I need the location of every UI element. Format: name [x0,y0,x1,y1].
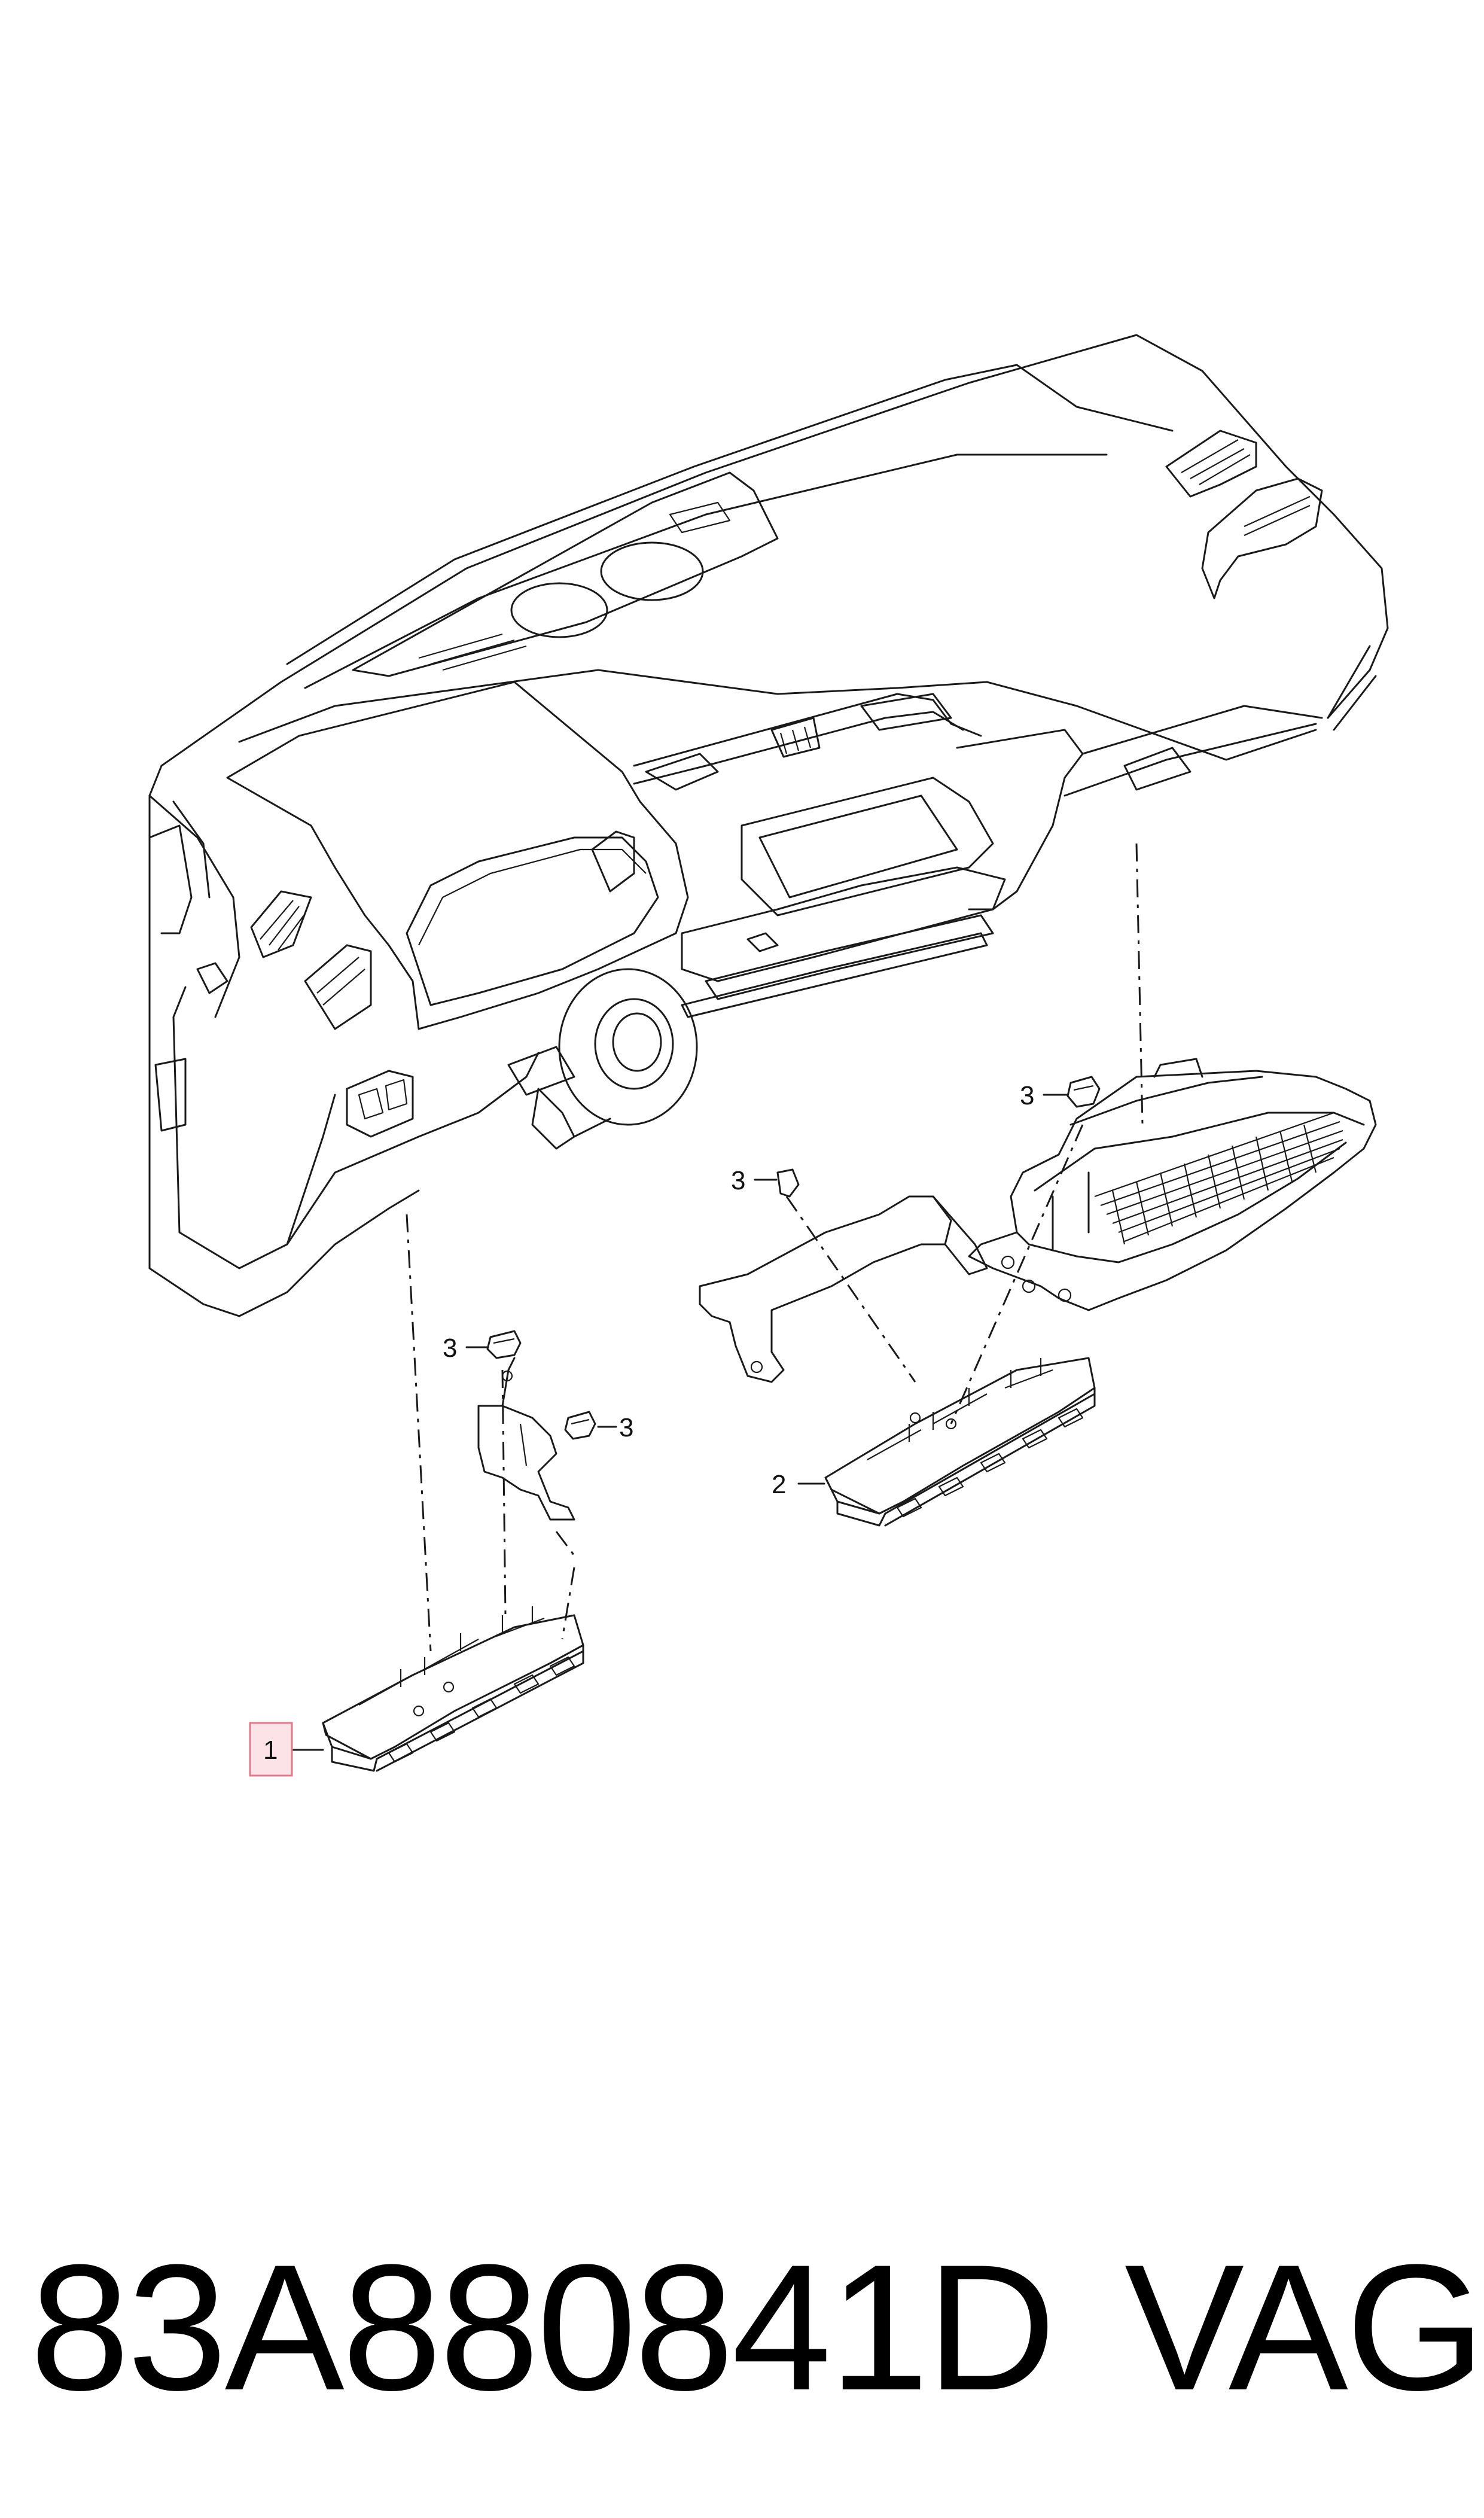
dashboard-illustration [148,334,1389,1317]
callout-3-center: 3 [731,1166,745,1195]
brand-label: VAG [1125,2227,1484,2428]
bracket-left [477,1357,575,1521]
callout-3-bracket-right: 3 [619,1413,633,1442]
airbag-housing-upper [968,1058,1377,1311]
part-number: 83A880841D [30,2227,1056,2428]
callout-3-upper: 3 [1020,1081,1034,1110]
part-2-airbag [824,1357,1096,1527]
callout-1: 1 [263,1735,278,1765]
callout-3-bracket-left: 3 [443,1333,457,1363]
fastener-3d [1066,1076,1101,1108]
callout-1-highlight [249,1722,293,1777]
part-1-airbag [322,1606,584,1772]
fastener-3c [776,1168,800,1198]
fastener-3a [486,1330,522,1359]
leader-lines [291,1094,1069,1751]
callout-2: 2 [772,1470,786,1499]
assembly-lines [406,843,1144,1652]
fastener-3b [564,1411,596,1440]
bracket-center [699,1195,988,1383]
